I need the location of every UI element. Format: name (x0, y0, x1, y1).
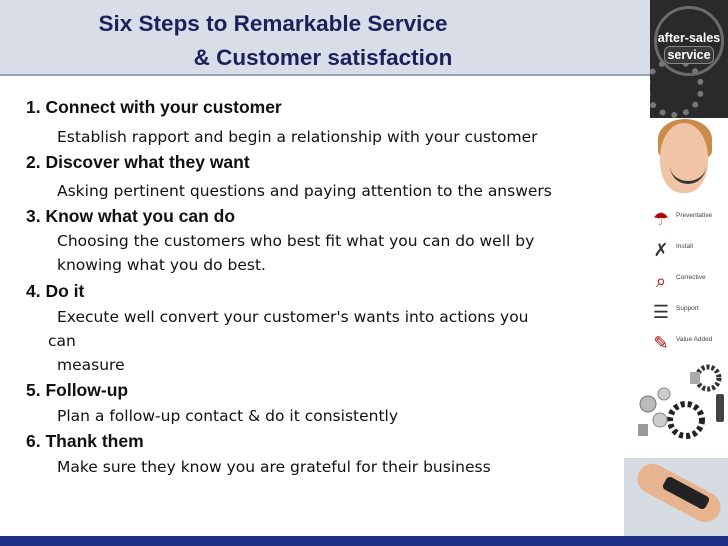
cylinder-shape (690, 372, 700, 384)
tools-icon: ✗ (653, 240, 669, 260)
gear-shape (694, 364, 722, 392)
step-4-description-line3: measure (57, 356, 125, 374)
title-banner: Six Steps to Remarkable Service & Custom… (0, 0, 650, 76)
gear-shape (667, 401, 705, 439)
cylinder-shape (638, 424, 648, 436)
service-type-label: Corrective (676, 274, 706, 281)
service-type-label: Support (676, 305, 699, 312)
service-type-label: Install (676, 243, 693, 250)
step-6-description: Make sure they know you are grateful for… (57, 458, 491, 476)
service-type-row: ✗ Install (646, 235, 728, 266)
bushing-shape (639, 395, 657, 413)
bolt-shape (716, 394, 724, 422)
magnifier-icon: ⌕ (655, 271, 667, 291)
slide-title-line2: & Customer satisfaction (193, 45, 453, 70)
service-type-label: Preventative (676, 212, 713, 219)
step-2-heading: 2. Discover what they want (26, 152, 250, 172)
headset-agent-photo (650, 119, 720, 199)
step-1-description: Establish rapport and begin a relationsh… (57, 128, 538, 146)
step-4-description-line2: can (48, 332, 76, 350)
service-type-label: Value Added (676, 336, 713, 343)
checklist-icon: ✎ (653, 333, 669, 353)
footer-bar (0, 536, 728, 546)
step-3-description-line1: Choosing the customers who best fit what… (57, 232, 535, 250)
technician-hands-photo (624, 458, 728, 538)
bushing-shape (657, 387, 671, 401)
step-1-heading: 1. Connect with your customer (26, 97, 282, 117)
machine-parts-photo (638, 364, 724, 439)
step-5-heading: 5. Follow-up (26, 380, 129, 400)
headset-mic-shape (670, 163, 706, 184)
bushing-shape (652, 412, 668, 428)
badge-label: after-sales service (650, 30, 728, 64)
step-5-description: Plan a follow-up contact & do it consist… (57, 407, 399, 425)
badge-label-line1: after-sales (657, 31, 721, 45)
step-3-description-line2: knowing what you do best. (57, 256, 266, 274)
badge-label-line2: service (664, 46, 714, 64)
step-4-heading: 4. Do it (26, 281, 85, 301)
service-type-row: ☂ Preventative (646, 204, 728, 235)
step-4-description-line1: Execute well convert your customer's wan… (57, 308, 529, 326)
after-sales-badge: after-sales service (650, 0, 728, 118)
service-type-row: ☰ Support (646, 297, 728, 328)
umbrella-icon: ☂ (652, 209, 670, 229)
service-type-list: ☂ Preventative ✗ Install ⌕ Corrective ☰ … (646, 204, 728, 359)
slide-title-line1: Six Steps to Remarkable Service (98, 11, 448, 36)
step-6-heading: 6. Thank them (26, 431, 144, 451)
service-type-row: ⌕ Corrective (646, 266, 728, 297)
step-3-heading: 3. Know what you can do (26, 206, 236, 226)
clipboard-icon: ☰ (652, 302, 670, 322)
service-type-row: ✎ Value Added (646, 328, 728, 359)
gear-graphic (650, 58, 704, 118)
step-2-description: Asking pertinent questions and paying at… (57, 182, 552, 200)
